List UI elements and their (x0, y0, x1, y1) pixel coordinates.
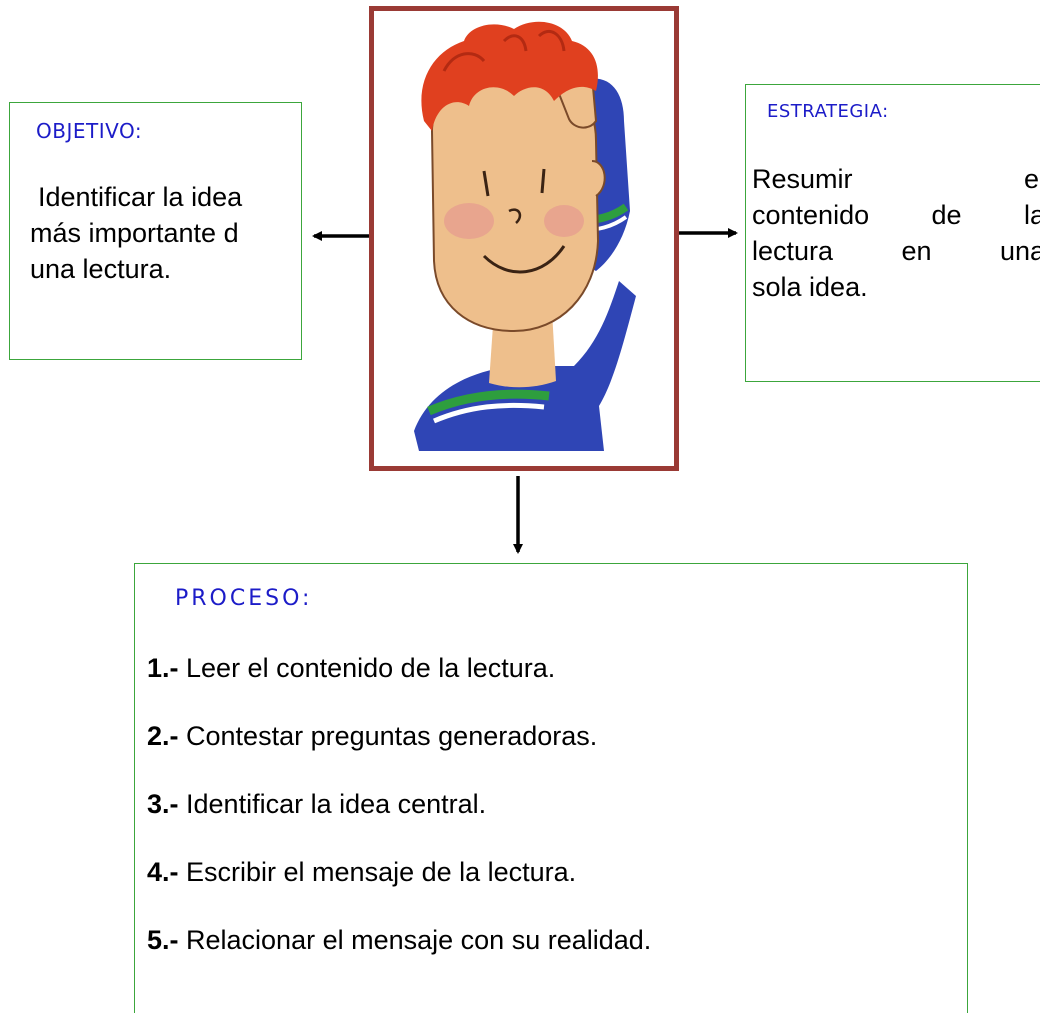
step-number: 2.- (147, 721, 179, 751)
strategy-box: ESTRATEGIA: Resumir el contenido de la l… (745, 84, 1040, 382)
strategy-word: lectura (752, 236, 834, 266)
process-steps: 1.- Leer el contenido de la lectura. 2.-… (147, 650, 651, 990)
thinking-boy-illustration (414, 21, 636, 451)
step-text: Contestar preguntas generadoras. (178, 721, 598, 751)
objective-line: una lectura. (30, 254, 172, 284)
step-text: Relacionar el mensaje con su realidad. (178, 925, 652, 955)
strategy-word: en (901, 236, 932, 266)
strategy-line: Resumir el (752, 161, 1040, 197)
objective-line: Identificar la idea (38, 182, 243, 212)
objective-line: más importante d (30, 218, 239, 248)
strategy-line: contenido de la (752, 197, 1040, 233)
step-text: Identificar la idea central. (178, 789, 487, 819)
strategy-title: ESTRATEGIA: (767, 101, 889, 122)
step-number: 5.- (147, 925, 179, 955)
step-number: 4.- (147, 857, 179, 887)
process-step: 2.- Contestar preguntas generadoras. (147, 718, 651, 786)
step-number: 1.- (147, 653, 179, 683)
strategy-word: contenido (752, 200, 870, 230)
strategy-word: la (1023, 200, 1040, 230)
strategy-text: Resumir el contenido de la lectura en un… (752, 161, 1040, 305)
strategy-word: una (999, 236, 1040, 266)
process-step: 4.- Escribir el mensaje de la lectura. (147, 854, 651, 922)
objective-box: OBJETIVO: Identificar la idea más import… (9, 102, 302, 360)
process-box: PROCESO: 1.- Leer el contenido de la lec… (134, 563, 968, 1013)
step-number: 3.- (147, 789, 179, 819)
illustration-frame (369, 6, 679, 471)
objective-text: Identificar la idea más importante d una… (30, 179, 292, 287)
strategy-word: el (1023, 164, 1040, 194)
strategy-line: sola idea. (752, 269, 1040, 305)
strategy-word: de (931, 200, 962, 230)
process-step: 5.- Relacionar el mensaje con su realida… (147, 922, 651, 990)
step-text: Leer el contenido de la lectura. (178, 653, 556, 683)
step-text: Escribir el mensaje de la lectura. (178, 857, 577, 887)
objective-title: OBJETIVO: (36, 119, 143, 143)
strategy-word: sola idea. (752, 272, 868, 302)
strategy-word: Resumir (752, 164, 853, 194)
process-step: 1.- Leer el contenido de la lectura. (147, 650, 651, 718)
process-title: PROCESO: (175, 586, 313, 611)
strategy-line: lectura en una (752, 233, 1040, 269)
process-step: 3.- Identificar la idea central. (147, 786, 651, 854)
